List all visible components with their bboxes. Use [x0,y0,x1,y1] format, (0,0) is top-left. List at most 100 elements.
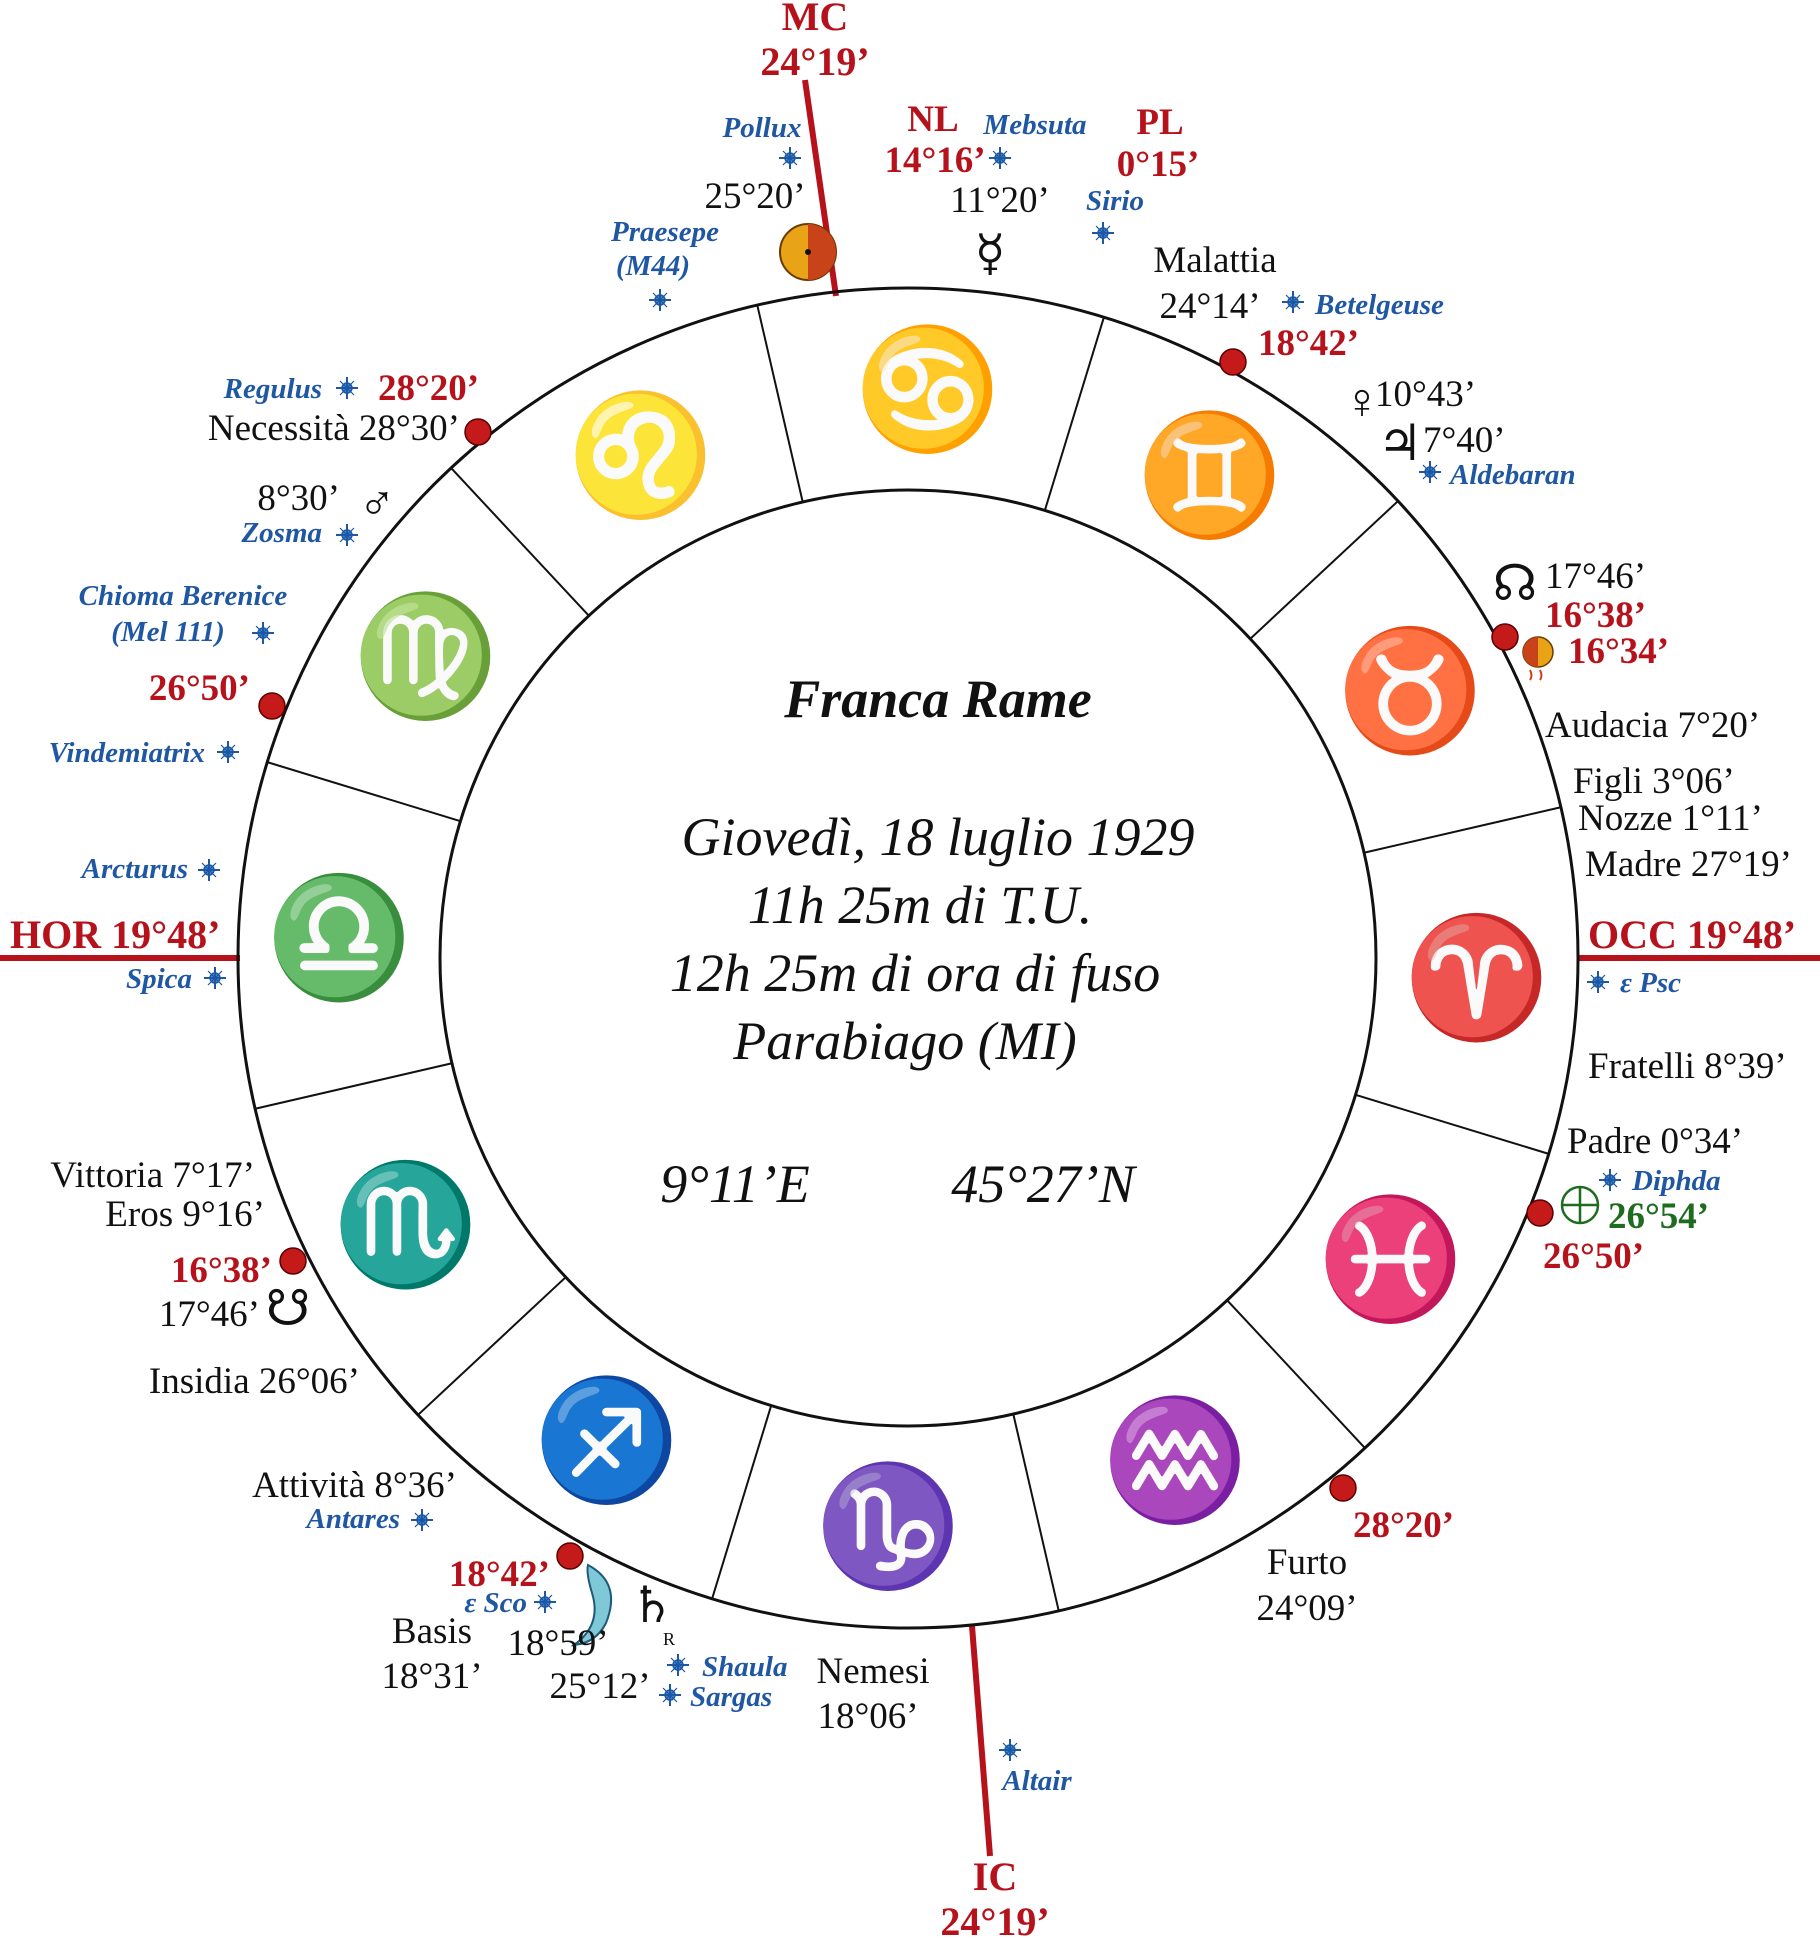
star-antares-icon [410,1508,434,1532]
sign-divider [1249,500,1399,640]
lot-attivita: Attività 8°36’ [252,1465,457,1506]
moon-icon [570,1563,613,1647]
lot-insidia: Insidia 26°06’ [149,1361,360,1402]
lot-eros: Eros 9°16’ [105,1194,265,1235]
cusp-marker [1526,1199,1554,1227]
star-zosma-label: Zosma [240,517,322,549]
cusp-marker [258,692,286,720]
moon-degree: 18°59’ [507,1623,608,1664]
lot-basis-degree: 18°31’ [381,1656,482,1697]
mars-degree: 8°30’ [257,478,340,519]
star-vindemiatrix-label: Vindemiatrix [49,737,205,769]
cusp-marker [464,418,492,446]
lot-madre: Madre 27°19’ [1585,844,1792,885]
birth-date: Giovedì, 18 luglio 1929 [682,807,1195,867]
nl-degree: 14°16’ [884,140,985,181]
star-eps-psc-label: ε Psc [1620,967,1681,999]
star-eps-sco-label: ε Sco [464,1587,527,1619]
sign-pisces-icon: ♓ [1317,1193,1464,1326]
star-pollux-icon [778,146,802,170]
star-eps-psc-icon [1586,970,1610,994]
cusp-28-20-bottom: 28°20’ [1353,1505,1454,1546]
asc-label: HOR 19°48’ [10,912,220,957]
sign-divider [1043,316,1105,511]
cusp-marker [1219,348,1247,376]
sign-divider [756,304,804,503]
latitude: 45°27’N [951,1154,1138,1214]
venus-degree: 10°43’ [1375,374,1476,415]
ic-degree: 24°19’ [940,1899,1049,1938]
star-chioma-label: Chioma Berenice [79,580,288,612]
sign-divider [1226,1299,1366,1449]
star-altair-label: Altair [1000,1765,1072,1797]
ic-label: IC [973,1854,1017,1899]
lot-furto-degree: 24°09’ [1256,1588,1357,1629]
nl-label: NL [907,99,958,140]
fortune-degree: 26°54’ [1608,1196,1709,1237]
jupiter-icon: ♃ [1378,415,1423,471]
sun-degree: 25°20’ [704,176,805,217]
star-shaula-label: Shaula [702,1651,787,1683]
cusp-16-38-left: 16°38’ [171,1250,272,1291]
lot-necessita: Necessità 28°30’ [208,408,460,449]
star-antares-label: Antares [305,1503,400,1535]
pl-label: PL [1136,102,1183,143]
star-chioma-label-2: (Mel 111) [111,616,225,648]
sign-cancer-icon: ♋ [854,322,1001,455]
lot-fratelli: Fratelli 8°39’ [1588,1046,1787,1087]
lot-nemesi-degree: 18°06’ [817,1696,918,1737]
sign-glyphs: ♋♊♉♈♓♒♑♐♏♎♍♌ [266,322,1550,1592]
star-sargas-label: Sargas [690,1681,772,1713]
saturn-icon: ♄ [630,1577,675,1633]
cusp-marker [279,1247,307,1275]
lilith-degree: 16°34’ [1568,631,1669,672]
sign-libra-icon: ♎ [266,871,413,1004]
star-pollux-label: Pollux [722,112,802,144]
star-vindemiatrix-icon [216,740,240,764]
inner-ring [438,488,1378,1428]
sign-aquarius-icon: ♒ [1102,1393,1249,1526]
lot-audacia: Audacia 7°20’ [1545,705,1760,746]
cusp-16-38-right: 16°38’ [1545,595,1646,636]
jupiter-degree: 7°40’ [1423,420,1506,461]
star-betelgeuse-icon [1281,290,1305,314]
mc-degree: 24°19’ [760,39,869,84]
cusp-26-50-left: 26°50’ [149,668,250,709]
sun-icon [779,223,837,281]
birth-place: Parabiago (MI) [732,1011,1076,1071]
lot-nemesi: Nemesi [816,1651,929,1692]
sign-virgo-icon: ♍ [352,589,499,722]
birth-zone-time: 12h 25m di ora di fuso [670,943,1161,1003]
star-sargas-icon [658,1683,682,1707]
star-shaula-icon [666,1653,690,1677]
star-diphda-icon [1598,1168,1622,1192]
star-regulus-icon [335,376,359,400]
sign-divider [1355,1093,1550,1155]
cusp-26-50-right: 26°50’ [1543,1236,1644,1277]
lot-furto: Furto [1267,1542,1347,1583]
lilith-icon [1522,636,1554,681]
cusp-marker [1491,623,1519,651]
star-mebsuta-icon [988,146,1012,170]
star-chioma-icon [251,621,275,645]
lot-figli: Figli 3°06’ [1573,761,1735,802]
longitude: 9°11’E [660,1154,810,1214]
mc-ic-axis-bottom [969,1625,993,1857]
star-zosma-icon [335,523,359,547]
star-betelgeuse-label: Betelgeuse [1314,289,1444,321]
saturn-degree: 25°12’ [549,1666,650,1707]
star-sirio-label: Sirio [1086,185,1144,217]
sign-dividers [254,304,1562,1612]
sign-divider [417,1276,567,1416]
star-aldebaran-label: Aldebaran [1448,459,1576,491]
sign-aries-icon: ♈ [1403,911,1550,1044]
sign-leo-icon: ♌ [567,389,714,522]
cusp-marker [1329,1474,1357,1502]
center-panel: Franca Rame Giovedì, 18 luglio 1929 11h … [660,669,1194,1214]
birth-ut-time: 11h 25m di T.U. [748,875,1093,935]
lot-basis: Basis [392,1611,472,1652]
star-spica-label: Spica [126,963,192,995]
mars-icon: ♂ [358,475,396,531]
cusp-28-20-top: 28°20’ [378,368,479,409]
sign-divider [450,467,590,617]
